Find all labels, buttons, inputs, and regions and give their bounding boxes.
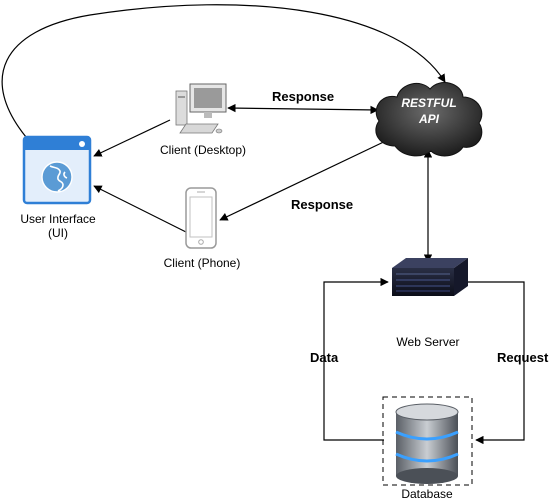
web-server-label: Web Server (396, 335, 460, 349)
database-icon (382, 396, 473, 486)
api-label-line1: RESTFUL (401, 96, 457, 110)
request-connector (466, 281, 525, 445)
desktop-api-arrow (227, 103, 379, 115)
data-label: Data (310, 350, 339, 365)
smartphone-icon (185, 187, 217, 249)
phone-api-arrow (219, 137, 393, 221)
response-desktop-label: Response (272, 89, 335, 104)
globe-window-icon (22, 135, 92, 205)
api-label: RESTFUL API (388, 95, 470, 127)
desktop-label: Client (Desktop) (159, 143, 247, 157)
database-label: Database (401, 487, 453, 501)
desktop-ui-arrow (93, 119, 171, 157)
desktop-computer-icon (175, 83, 227, 134)
ui-to-api-curve (1, 4, 446, 138)
phone-label: Client (Phone) (163, 256, 241, 270)
api-label-line2: API (418, 112, 439, 126)
cloud-icon (375, 82, 483, 157)
request-label: Request (497, 350, 549, 365)
server-rack-icon (392, 258, 468, 296)
response-phone-label: Response (291, 197, 354, 212)
ui-label-line1: User Interface (20, 212, 96, 226)
ui-label-line2: (UI) (48, 226, 68, 240)
data-connector (323, 277, 389, 441)
phone-ui-arrow (93, 185, 187, 233)
ui-label: User Interface (UI) (8, 212, 108, 240)
